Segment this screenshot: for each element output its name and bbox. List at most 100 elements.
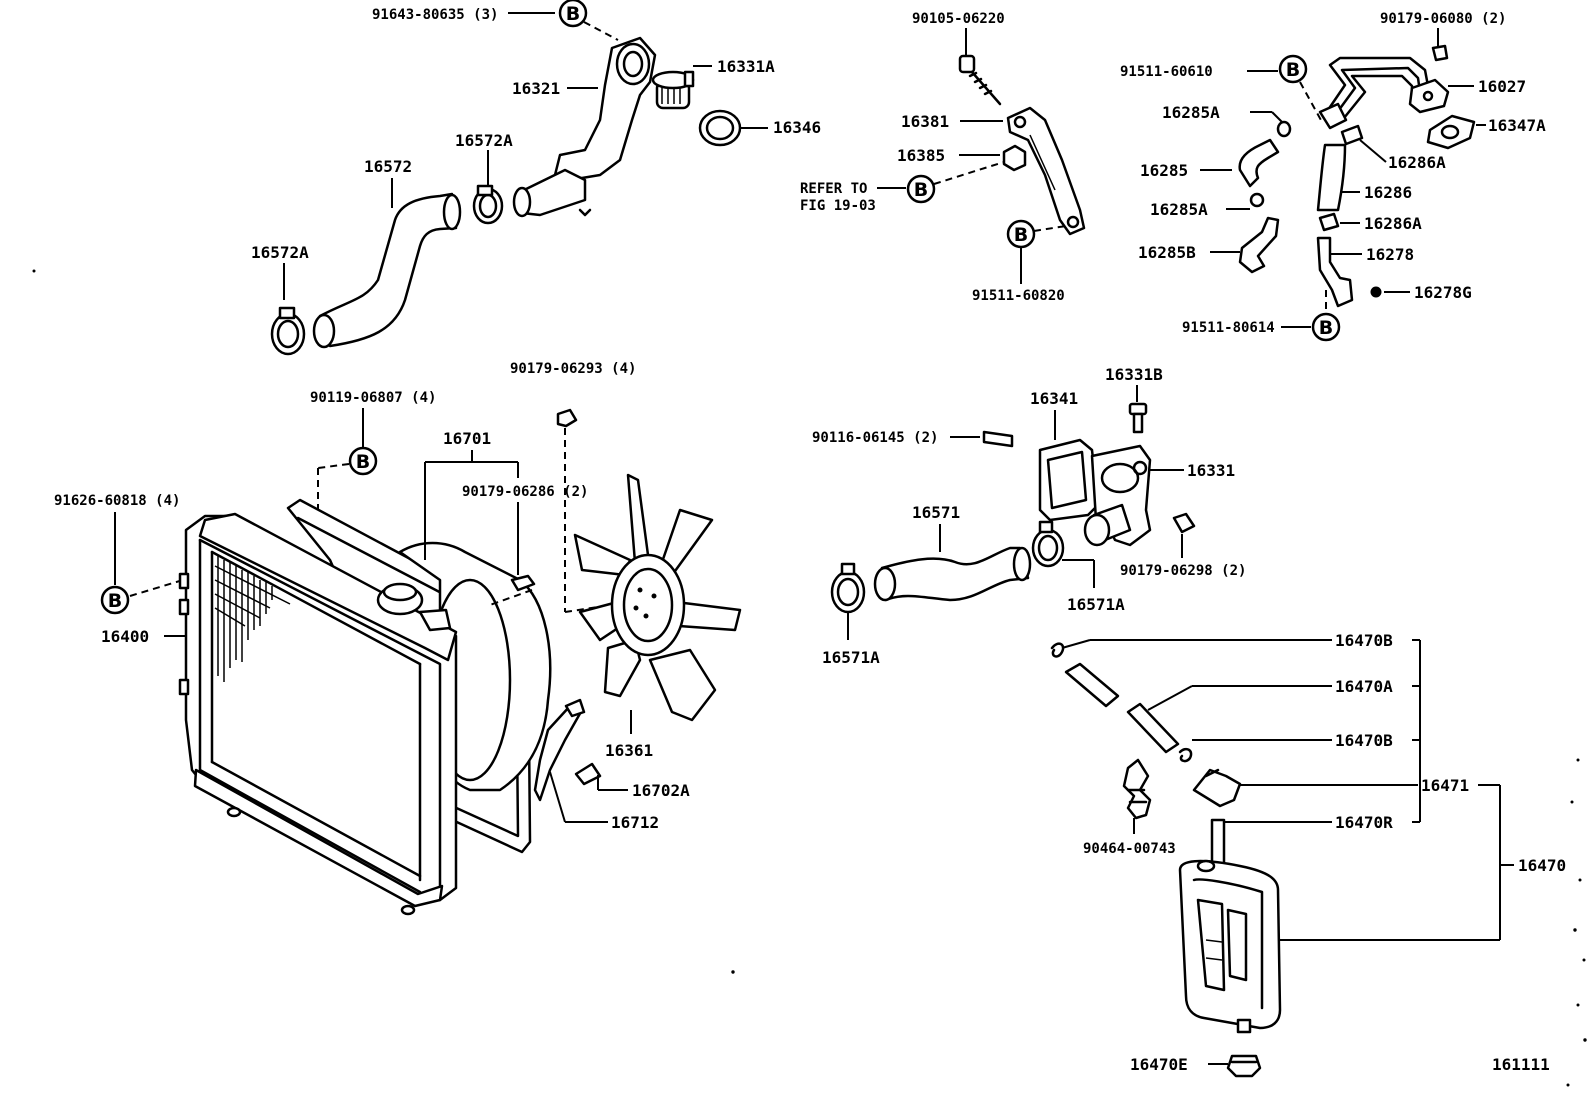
- radiator-outlet-hose: [880, 546, 1030, 602]
- label-16381: 16381: [901, 112, 949, 131]
- refer-text-line2: FIG 19-03: [800, 198, 876, 214]
- label-16361: 16361: [605, 741, 653, 760]
- label-16278: 16278: [1366, 245, 1414, 264]
- reservoir-group: 16470B 16470A 16470B 16471 16470R 16470: [1050, 631, 1566, 1078]
- label-16470A: 16470A: [1335, 677, 1393, 696]
- label-16321: 16321: [512, 79, 560, 98]
- reservoir-bracket: [1122, 758, 1152, 820]
- label-16385: 16385: [897, 146, 945, 165]
- clip-16702A: [574, 762, 602, 786]
- label-16331A: 16331A: [717, 57, 775, 76]
- ref-marker-b-text: B: [1286, 59, 1300, 81]
- reservoir-cap: [1192, 768, 1242, 808]
- ref-marker-b: [906, 174, 936, 204]
- label-90116-06145: 90116-06145 (2): [812, 430, 938, 446]
- label-16286A-2: 16286A: [1364, 214, 1422, 233]
- label-16471: 16471: [1421, 776, 1469, 795]
- nut-part-fan: [556, 408, 578, 428]
- label-91511-60610: 91511-60610: [1120, 64, 1213, 80]
- radiator-group: 90179-06293 (4) 90119-06807 (4) B 91626-…: [54, 361, 742, 916]
- label-16572A-left: 16572A: [251, 243, 309, 262]
- ref-marker-b-text: B: [1014, 224, 1028, 246]
- small-hose-16285: [1238, 138, 1280, 188]
- hose-clip-top: [1050, 642, 1065, 658]
- label-16286A-1: 16286A: [1388, 153, 1446, 172]
- label-16470B-2: 16470B: [1335, 731, 1393, 750]
- ref-marker-b: [1311, 312, 1341, 342]
- bypass-pipe-part: [1318, 56, 1450, 130]
- label-16278G: 16278G: [1414, 283, 1472, 302]
- label-16702A: 16702A: [632, 781, 690, 800]
- label-16470R: 16470R: [1335, 813, 1393, 832]
- ref-marker-b-text: B: [566, 3, 580, 25]
- nut-part-shroud: [510, 574, 536, 592]
- water-outlet-pipe: [512, 36, 657, 218]
- hose-16286: [1316, 143, 1347, 212]
- water-outlet-group: 91643-80635 (3) B 16331A 16346: [251, 0, 821, 356]
- label-16285A-2: 16285A: [1150, 200, 1208, 219]
- ref-marker-b: [558, 0, 588, 28]
- radiator-inlet-hose: [318, 192, 458, 348]
- stud-part: [982, 430, 1014, 448]
- overflow-tube: [1126, 702, 1180, 754]
- label-16285B: 16285B: [1138, 243, 1196, 262]
- gasket-part-16347A: [1426, 114, 1476, 150]
- label-16027: 16027: [1478, 77, 1526, 96]
- label-16331B: 16331B: [1105, 365, 1163, 384]
- label-16400: 16400: [101, 627, 149, 646]
- label-16571A-left: 16571A: [822, 648, 880, 667]
- thermostat-part: [651, 70, 695, 110]
- ref-marker-b-text: B: [356, 451, 370, 473]
- label-91626-60818: 91626-60818 (4): [54, 493, 180, 509]
- label-16286: 16286: [1364, 183, 1412, 202]
- bolt-part: [958, 54, 1002, 106]
- bracket-group: 90105-06220 16381 16385 REFER TO FIG 19-…: [800, 11, 1086, 304]
- pipe-16278: [1316, 236, 1354, 308]
- label-16470E: 16470E: [1130, 1055, 1188, 1074]
- ref-marker-b: [100, 585, 130, 615]
- bolt-16331B: [1128, 402, 1148, 434]
- cooling-fan: [573, 473, 742, 722]
- label-90179-06080: 90179-06080 (2): [1380, 11, 1506, 27]
- ref-marker-b-text: B: [914, 179, 928, 201]
- label-90179-06293: 90179-06293 (4): [510, 361, 636, 377]
- label-90464-00743: 90464-00743: [1083, 841, 1176, 857]
- label-91643-80635: 91643-80635 (3): [372, 7, 498, 23]
- water-inlet-group: 16331B 16341 90116-06145 (2) 16331 16571: [812, 365, 1246, 667]
- ref-marker-b: [1278, 54, 1308, 84]
- ref-marker-b-text: B: [1319, 317, 1333, 339]
- label-16346: 16346: [773, 118, 821, 137]
- label-16571: 16571: [912, 503, 960, 522]
- nut-part-inlet: [1172, 512, 1196, 534]
- label-16701: 16701: [443, 429, 491, 448]
- label-16470B-1: 16470B: [1335, 631, 1393, 650]
- label-16470: 16470: [1518, 856, 1566, 875]
- hose-16285B: [1238, 216, 1280, 274]
- label-91511-60820: 91511-60820: [972, 288, 1065, 304]
- scan-noise: [32, 269, 1587, 1087]
- bypass-pipe-group: 90179-06080 (2) 91511-60610 B 16027 1634…: [1120, 11, 1546, 342]
- nut-part-small: [1431, 44, 1449, 62]
- label-90179-06286: 90179-06286 (2): [462, 484, 588, 500]
- drain-plug-16470E: [1226, 1054, 1262, 1078]
- label-16572A-top: 16572A: [455, 131, 513, 150]
- label-90119-06807: 90119-06807 (4): [310, 390, 436, 406]
- label-16285A-1: 16285A: [1162, 103, 1220, 122]
- overflow-hose-piece: [1064, 662, 1120, 708]
- label-91511-80614: 91511-80614: [1182, 320, 1275, 336]
- label-16331: 16331: [1187, 461, 1235, 480]
- label-16341: 16341: [1030, 389, 1078, 408]
- label-16285: 16285: [1140, 161, 1188, 180]
- ref-marker-b: [348, 446, 378, 476]
- label-16712: 16712: [611, 813, 659, 832]
- ref-marker-b-text: B: [108, 590, 122, 612]
- nut-part: [1002, 144, 1027, 172]
- label-16571A-right: 16571A: [1067, 595, 1125, 614]
- label-90105-06220: 90105-06220: [912, 11, 1005, 27]
- reservoir-tank: [1178, 818, 1282, 1034]
- refer-text-line1: REFER TO: [800, 181, 867, 197]
- label-16347A: 16347A: [1488, 116, 1546, 135]
- label-16572: 16572: [364, 157, 412, 176]
